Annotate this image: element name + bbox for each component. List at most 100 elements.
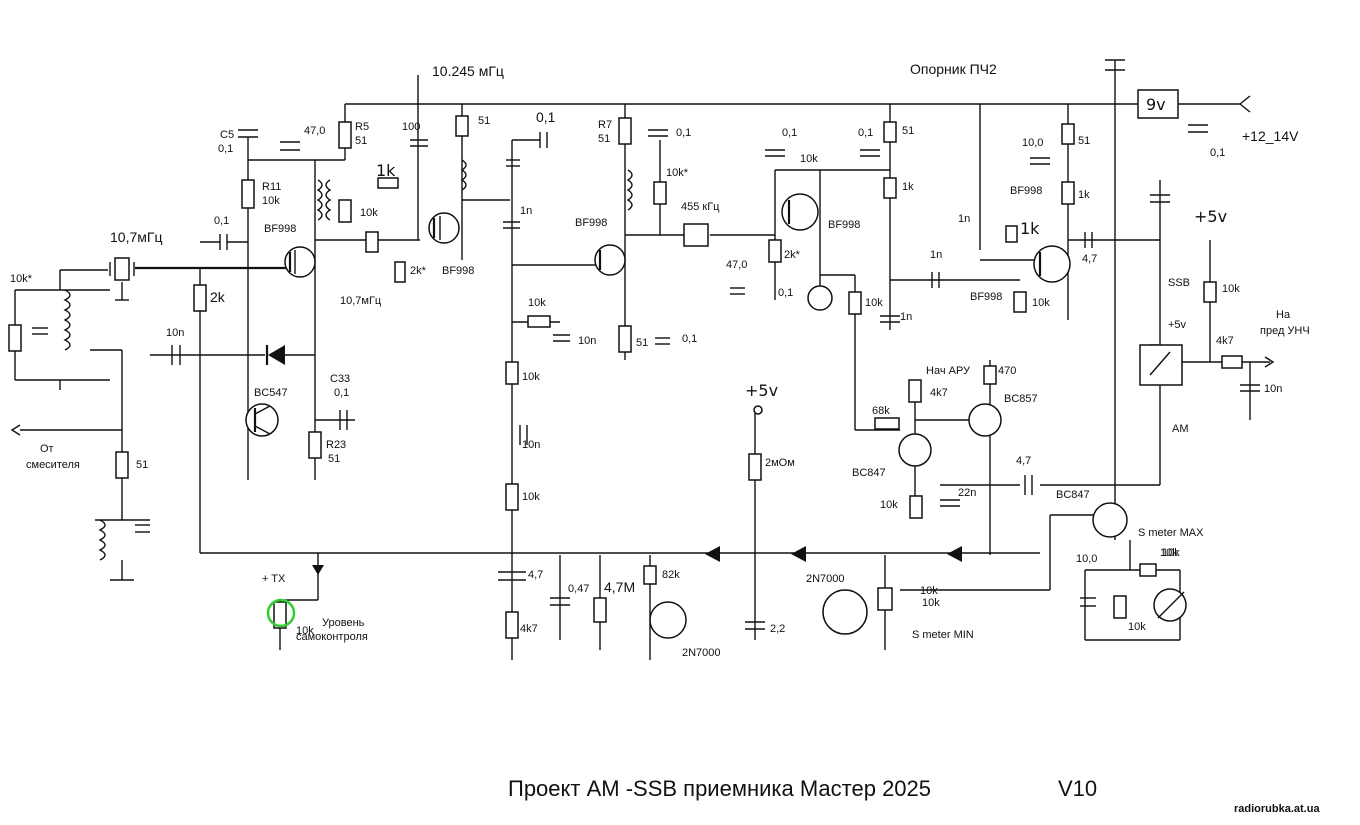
- label-r51-d: 51: [902, 125, 914, 137]
- mosfet-bf998-3: [594, 244, 626, 276]
- label-r10k-e: 10k: [922, 597, 940, 609]
- label-r2k-star-b: 2k*: [784, 249, 801, 261]
- label-c047: 0,47: [568, 583, 589, 595]
- label-c22n: 22n: [958, 487, 976, 499]
- label-bc847-1: BC847: [852, 467, 886, 479]
- label-r10k-c: 10k: [522, 371, 540, 383]
- label-r51-a: 51: [478, 115, 490, 127]
- page-title: Проект АМ -SSB приемника Мастер 2025: [508, 776, 931, 801]
- label-c5v: 0,1: [218, 143, 233, 155]
- label-plus5-1: +5v: [1194, 207, 1227, 226]
- label-filter-107: 10,7мГц: [110, 229, 162, 245]
- label-r10k-g: 10k: [865, 297, 883, 309]
- label-r10k-pot2: 10k: [920, 585, 938, 597]
- label-c47-d: 4,7: [1016, 455, 1031, 467]
- label-r10k-f: 10k: [800, 153, 818, 165]
- label-c47-b: 4,7: [528, 569, 543, 581]
- label-c47m: 4,7M: [604, 579, 635, 595]
- label-r23: R23: [326, 439, 346, 451]
- transistor-bc547: [245, 403, 279, 437]
- label-c33v: 0,1: [334, 387, 349, 399]
- label-c1n-b: 1n: [930, 249, 942, 261]
- label-c01-e: 0,1: [778, 287, 793, 299]
- label-c22: 2,2: [770, 623, 785, 635]
- label-to-amp-1: На: [1276, 309, 1291, 321]
- label-r1k-hand: 1k: [376, 161, 396, 180]
- label-r10k-k: 10k: [1162, 547, 1180, 559]
- s-meter-gauge: [1153, 588, 1187, 622]
- version-label: V10: [1058, 776, 1097, 801]
- label-bf998-6: BF998: [1010, 185, 1042, 197]
- label-r7: R7: [598, 119, 612, 131]
- label-c100-c: 10,0: [1076, 553, 1097, 565]
- label-c10n-hand: 10n: [166, 327, 184, 339]
- label-c100-b: 10,0: [1022, 137, 1043, 149]
- label-9v: 9v: [1146, 95, 1166, 114]
- label-r10k-d: 10k: [522, 491, 540, 503]
- label-c01-b: 0,1: [676, 127, 691, 139]
- label-r1k-b: 1k: [902, 181, 914, 193]
- label-c1n-c: 1n: [900, 311, 912, 323]
- pot-self-control[interactable]: [273, 601, 287, 629]
- label-bc547: BC547: [254, 387, 288, 399]
- am-ssb-switch[interactable]: [1139, 344, 1183, 386]
- filter-455khz: [683, 223, 709, 247]
- label-c47-c: 4,7: [1082, 253, 1097, 265]
- label-r68k: 68k: [872, 405, 890, 417]
- label-c47: 47,0: [304, 125, 325, 137]
- label-r4k7-a: 4k7: [520, 623, 538, 635]
- label-r51-c: 51: [136, 459, 148, 471]
- label-c1n-a: 1n: [520, 205, 532, 217]
- label-r1k-hand2: 1k: [1020, 219, 1040, 238]
- label-c1n-hand: 1n: [958, 213, 970, 225]
- mosfet-bf998-2: [428, 212, 460, 244]
- label-bf998-2: BF998: [442, 265, 474, 277]
- label-smeter-min: S meter MIN: [912, 629, 974, 641]
- label-c10n-c: 10n: [522, 439, 540, 451]
- label-bc847-2: BC847: [1056, 489, 1090, 501]
- label-r10k-star: 10k*: [10, 273, 33, 285]
- label-r1k-c: 1k: [1078, 189, 1090, 201]
- label-10k-star-b: 10k*: [666, 167, 689, 179]
- label-bf998-3: BF998: [575, 217, 607, 229]
- transistor-bc847-1: [898, 433, 932, 467]
- label-c33: C33: [330, 373, 350, 385]
- label-r10k-sm: 10k: [1160, 547, 1178, 559]
- label-r10k-j: 10k: [880, 499, 898, 511]
- label-plus5-2: +5v: [745, 381, 778, 400]
- mosfet-2n7000-2: [822, 589, 868, 635]
- label-c01-d: 0,1: [782, 127, 797, 139]
- label-r11v: 10k: [262, 195, 280, 207]
- label-r10k-pot: 10k: [296, 625, 314, 637]
- label-r10k-h: 10k: [1032, 297, 1050, 309]
- label-r51-b: 51: [636, 337, 648, 349]
- mosfet-bf998-1: [284, 246, 316, 278]
- label-r82k: 82k: [662, 569, 680, 581]
- label-from-mixer-2: смесителя: [26, 459, 80, 471]
- label-r51-e: 51: [1078, 135, 1090, 147]
- label-bc857: BC857: [1004, 393, 1038, 405]
- label-c01-f: 0,1: [858, 127, 873, 139]
- mosfet-bf998-5: [1033, 245, 1071, 283]
- label-agc-start: Нач АРУ: [926, 365, 971, 377]
- label-r10k-i: 10k: [1222, 283, 1240, 295]
- label-self-ctrl-2: самоконтроля: [296, 631, 368, 643]
- label-r10k-b: 10k: [528, 297, 546, 309]
- pot-s-meter-min[interactable]: [877, 587, 893, 611]
- site-watermark: radiorubka.at.ua: [1234, 803, 1320, 815]
- components: [8, 59, 1275, 639]
- label-self-ctrl-1: Уровень: [322, 617, 365, 629]
- label-r5: R5: [355, 121, 369, 133]
- label-c100-hand: 100: [402, 121, 420, 133]
- label-c5: C5: [220, 129, 234, 141]
- label-c01-a: 0,1: [214, 215, 229, 227]
- transistor-bc857: [968, 403, 1002, 437]
- label-from-mixer-1: От: [40, 443, 54, 455]
- label-bf998-5: BF998: [970, 291, 1002, 303]
- label-c10n-b: 10n: [578, 335, 596, 347]
- label-r10k-l: 10k: [1128, 621, 1146, 633]
- label-2n7000-1: 2N7000: [682, 647, 721, 659]
- label-r4k7-c: 4k7: [930, 387, 948, 399]
